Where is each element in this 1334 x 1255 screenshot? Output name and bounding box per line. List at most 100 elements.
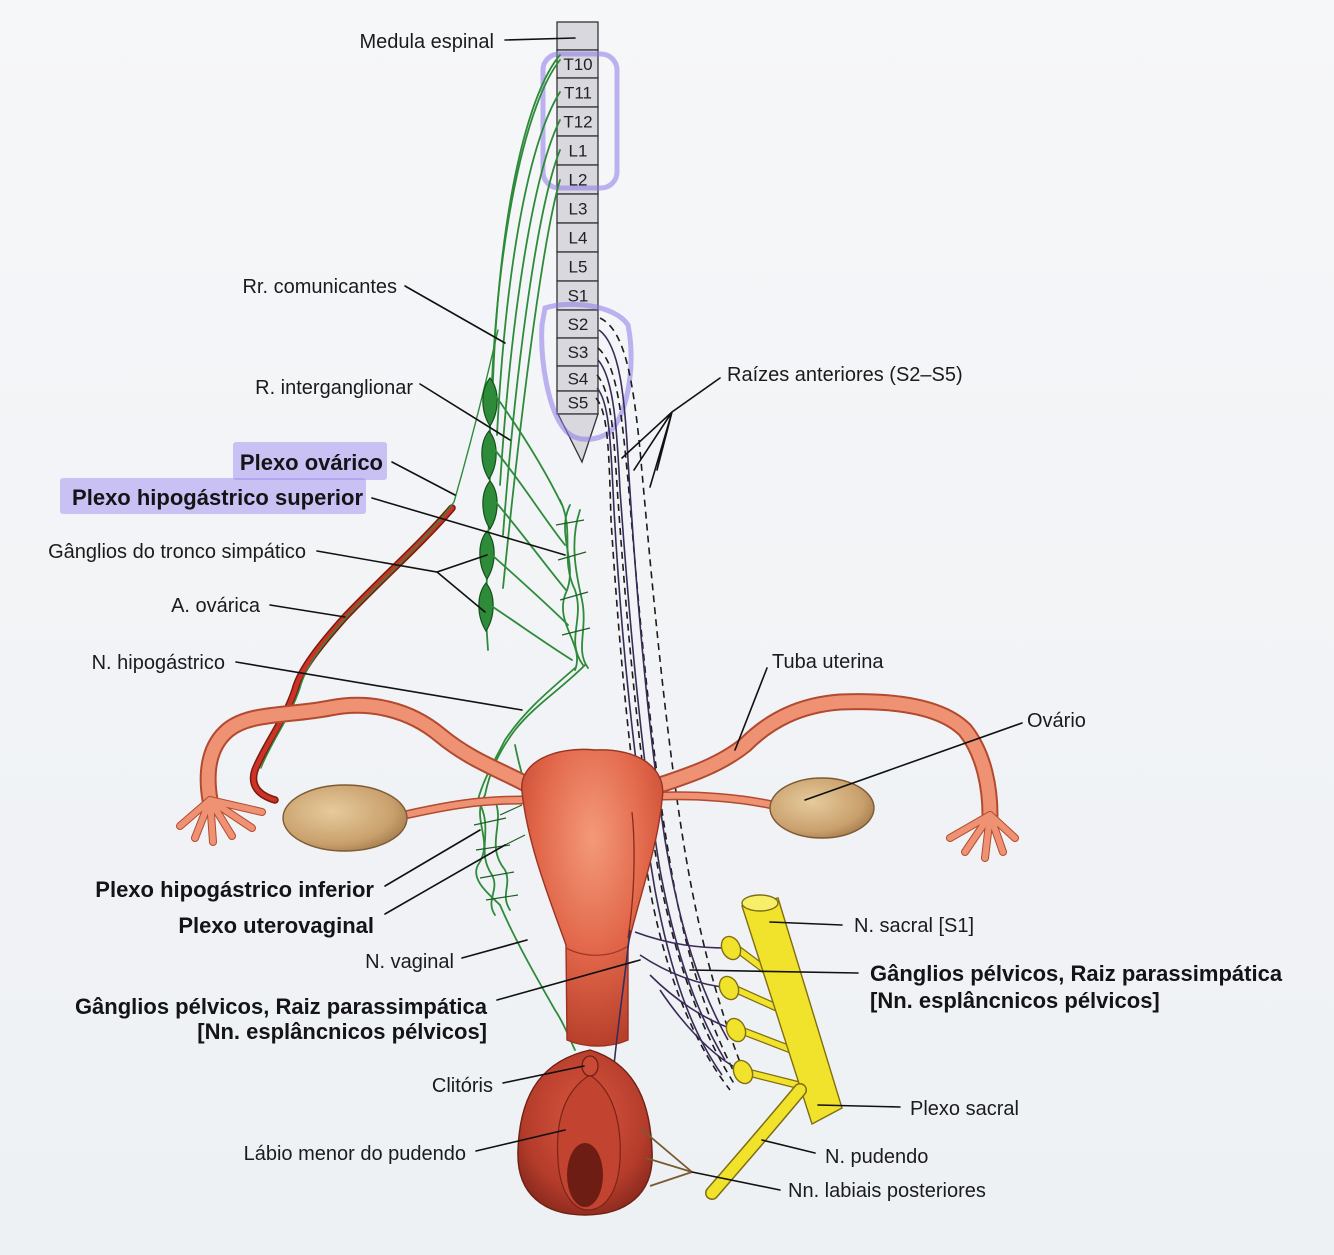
plexus-cross-link [555,519,591,636]
lumbar-splanchnic-nerve [491,554,569,626]
leader-pelvic-ganglia-right [689,969,859,974]
spine-segment-label: S4 [568,370,589,389]
leader-ovary [804,722,1023,801]
leader-superior-hypogastric-plexus [371,497,566,556]
leader-pudendal-nerve [761,1139,816,1154]
hypogastric-nerve-strand [477,667,576,801]
label-pudendal-nerve: N. pudendo [825,1146,928,1168]
label-inferior-hypogastric-plexus: Plexo hipogástrico inferior [95,877,374,902]
spine-segment-label: L3 [569,200,588,219]
ovarian-artery-lumen [251,505,455,803]
left-uterine-tube [176,696,537,846]
highlight-thoracolumbar-segments [540,51,620,191]
anterior-root-dashed [597,347,739,1081]
label-anterior-roots: Raízes anteriores (S2–S5) [727,364,963,386]
right-uterine-tube [651,693,1019,862]
anterior-root-dashed [595,397,731,1091]
uterine-border-line [627,811,635,939]
spine-segment-label: L2 [569,171,588,190]
spine-segment-t12 [556,106,599,137]
spine-segment-l5 [556,251,599,282]
leader-vaginal-nerve [461,939,528,959]
spinal-cord-upper-segment [556,21,599,51]
label-pelvic-ganglia-left-line1: Gânglios pélvicos, Raiz parassimpática [75,994,488,1019]
highlight-superior-hypogastric-plexus [60,478,366,514]
communicating-ramus [491,59,561,381]
parasympathetic-root [597,359,726,1061]
label-superior-hypogastric-plexus: Plexo hipogástrico superior [72,485,363,510]
leader-sympathetic-ganglia [316,550,488,613]
superior-hypogastric-plexus [555,499,591,671]
spine-segment-t11 [556,77,599,108]
spine-segment-label: S5 [568,394,589,413]
sympathetic-ganglion [481,430,497,481]
leader-anterior-roots [621,377,721,488]
sacral-ganglion [720,935,742,961]
leader-interganglionic-ramus [419,383,511,441]
leader-ovarian-plexus [391,461,456,496]
sympathetic-ganglion [478,582,494,633]
label-sacral-plexus: Plexo sacral [910,1098,1019,1120]
sympathetic-ganglion [482,480,498,531]
posterior-labial-nerves [639,1127,693,1187]
sympathetic-ganglion [482,377,498,428]
sacral-ganglion [725,1017,747,1043]
plexus-strand [562,504,578,671]
spine-segment-label: L5 [569,258,588,277]
leader-posterior-labial-nerves [691,1171,781,1191]
vaginal-opening [567,1143,603,1207]
sacral-plexus [705,894,843,1200]
label-interganglionic-ramus: R. interganglionar [255,377,413,399]
fimbriae [947,812,1018,861]
label-pelvic-ganglia-right-line2: [Nn. esplâncnicos pélvicos] [870,988,1160,1013]
inferior-hypogastric-plexus [473,794,576,1051]
communicating-ramus [502,149,561,536]
communicating-ramus [499,119,561,486]
label-sympathetic-trunk-ganglia: Gânglios do tronco simpático [48,541,306,563]
plexus-strand [475,794,501,906]
spine-segment-label: S3 [568,343,589,362]
spine-segment-s2 [556,309,599,339]
cervix-line [565,945,629,956]
label-communicating-rami: Rr. comunicantes [242,276,397,298]
tube-body [201,698,535,807]
spine-segment-s4 [556,365,599,392]
lumbar-splanchnic-nerve [489,604,573,661]
label-vaginal-nerve: N. vaginal [365,951,454,973]
spine-segment-label: L1 [569,142,588,161]
anterior-root-dashed [599,317,746,1076]
communicating-ramus [502,179,561,589]
spine-segment-s3 [556,337,599,367]
sympathetic-trunk [478,54,573,661]
ovarian-plexus-fiber [260,329,499,769]
lumbar-splanchnic-nerve [494,394,563,506]
pudendal-nerve [706,1084,806,1199]
label-posterior-labial-nerves: Nn. labiais posteriores [788,1180,986,1202]
highlight-ovarian-plexus [233,442,387,480]
spine-segment-label: S2 [568,315,589,334]
spine-segment-label: T12 [563,113,592,132]
ovarian-artery [249,329,499,804]
leader-spinal-cord [504,37,576,41]
label-pelvic-ganglia-right-line1: Gânglios pélvicos, Raiz parassimpática [870,961,1283,986]
uterus [521,748,664,1047]
spine-segment-label: L4 [569,229,588,248]
sacral-nerve-s1-cut-end [741,894,779,912]
leader-labium-minus [475,1129,566,1152]
label-uterovaginal-plexus: Plexo uterovaginal [178,913,374,938]
spine-segment-label: T11 [564,84,592,103]
leader-uterovaginal-plexus [384,844,506,915]
spine-segment-l3 [556,193,599,224]
label-ovarian-plexus: Plexo ovárico [240,450,383,475]
ovarian-ligament [659,792,775,808]
sacral-ganglion [718,975,740,1001]
uterus-body [521,748,664,1047]
parasympathetic-root [598,329,729,1041]
label-ovarian-artery: A. ovárica [171,595,261,617]
leader-clitoris [502,1065,585,1084]
spine-segment-label: S1 [568,287,589,306]
fimbriae [177,797,265,845]
leader-hypogastric-nerve [235,661,523,711]
